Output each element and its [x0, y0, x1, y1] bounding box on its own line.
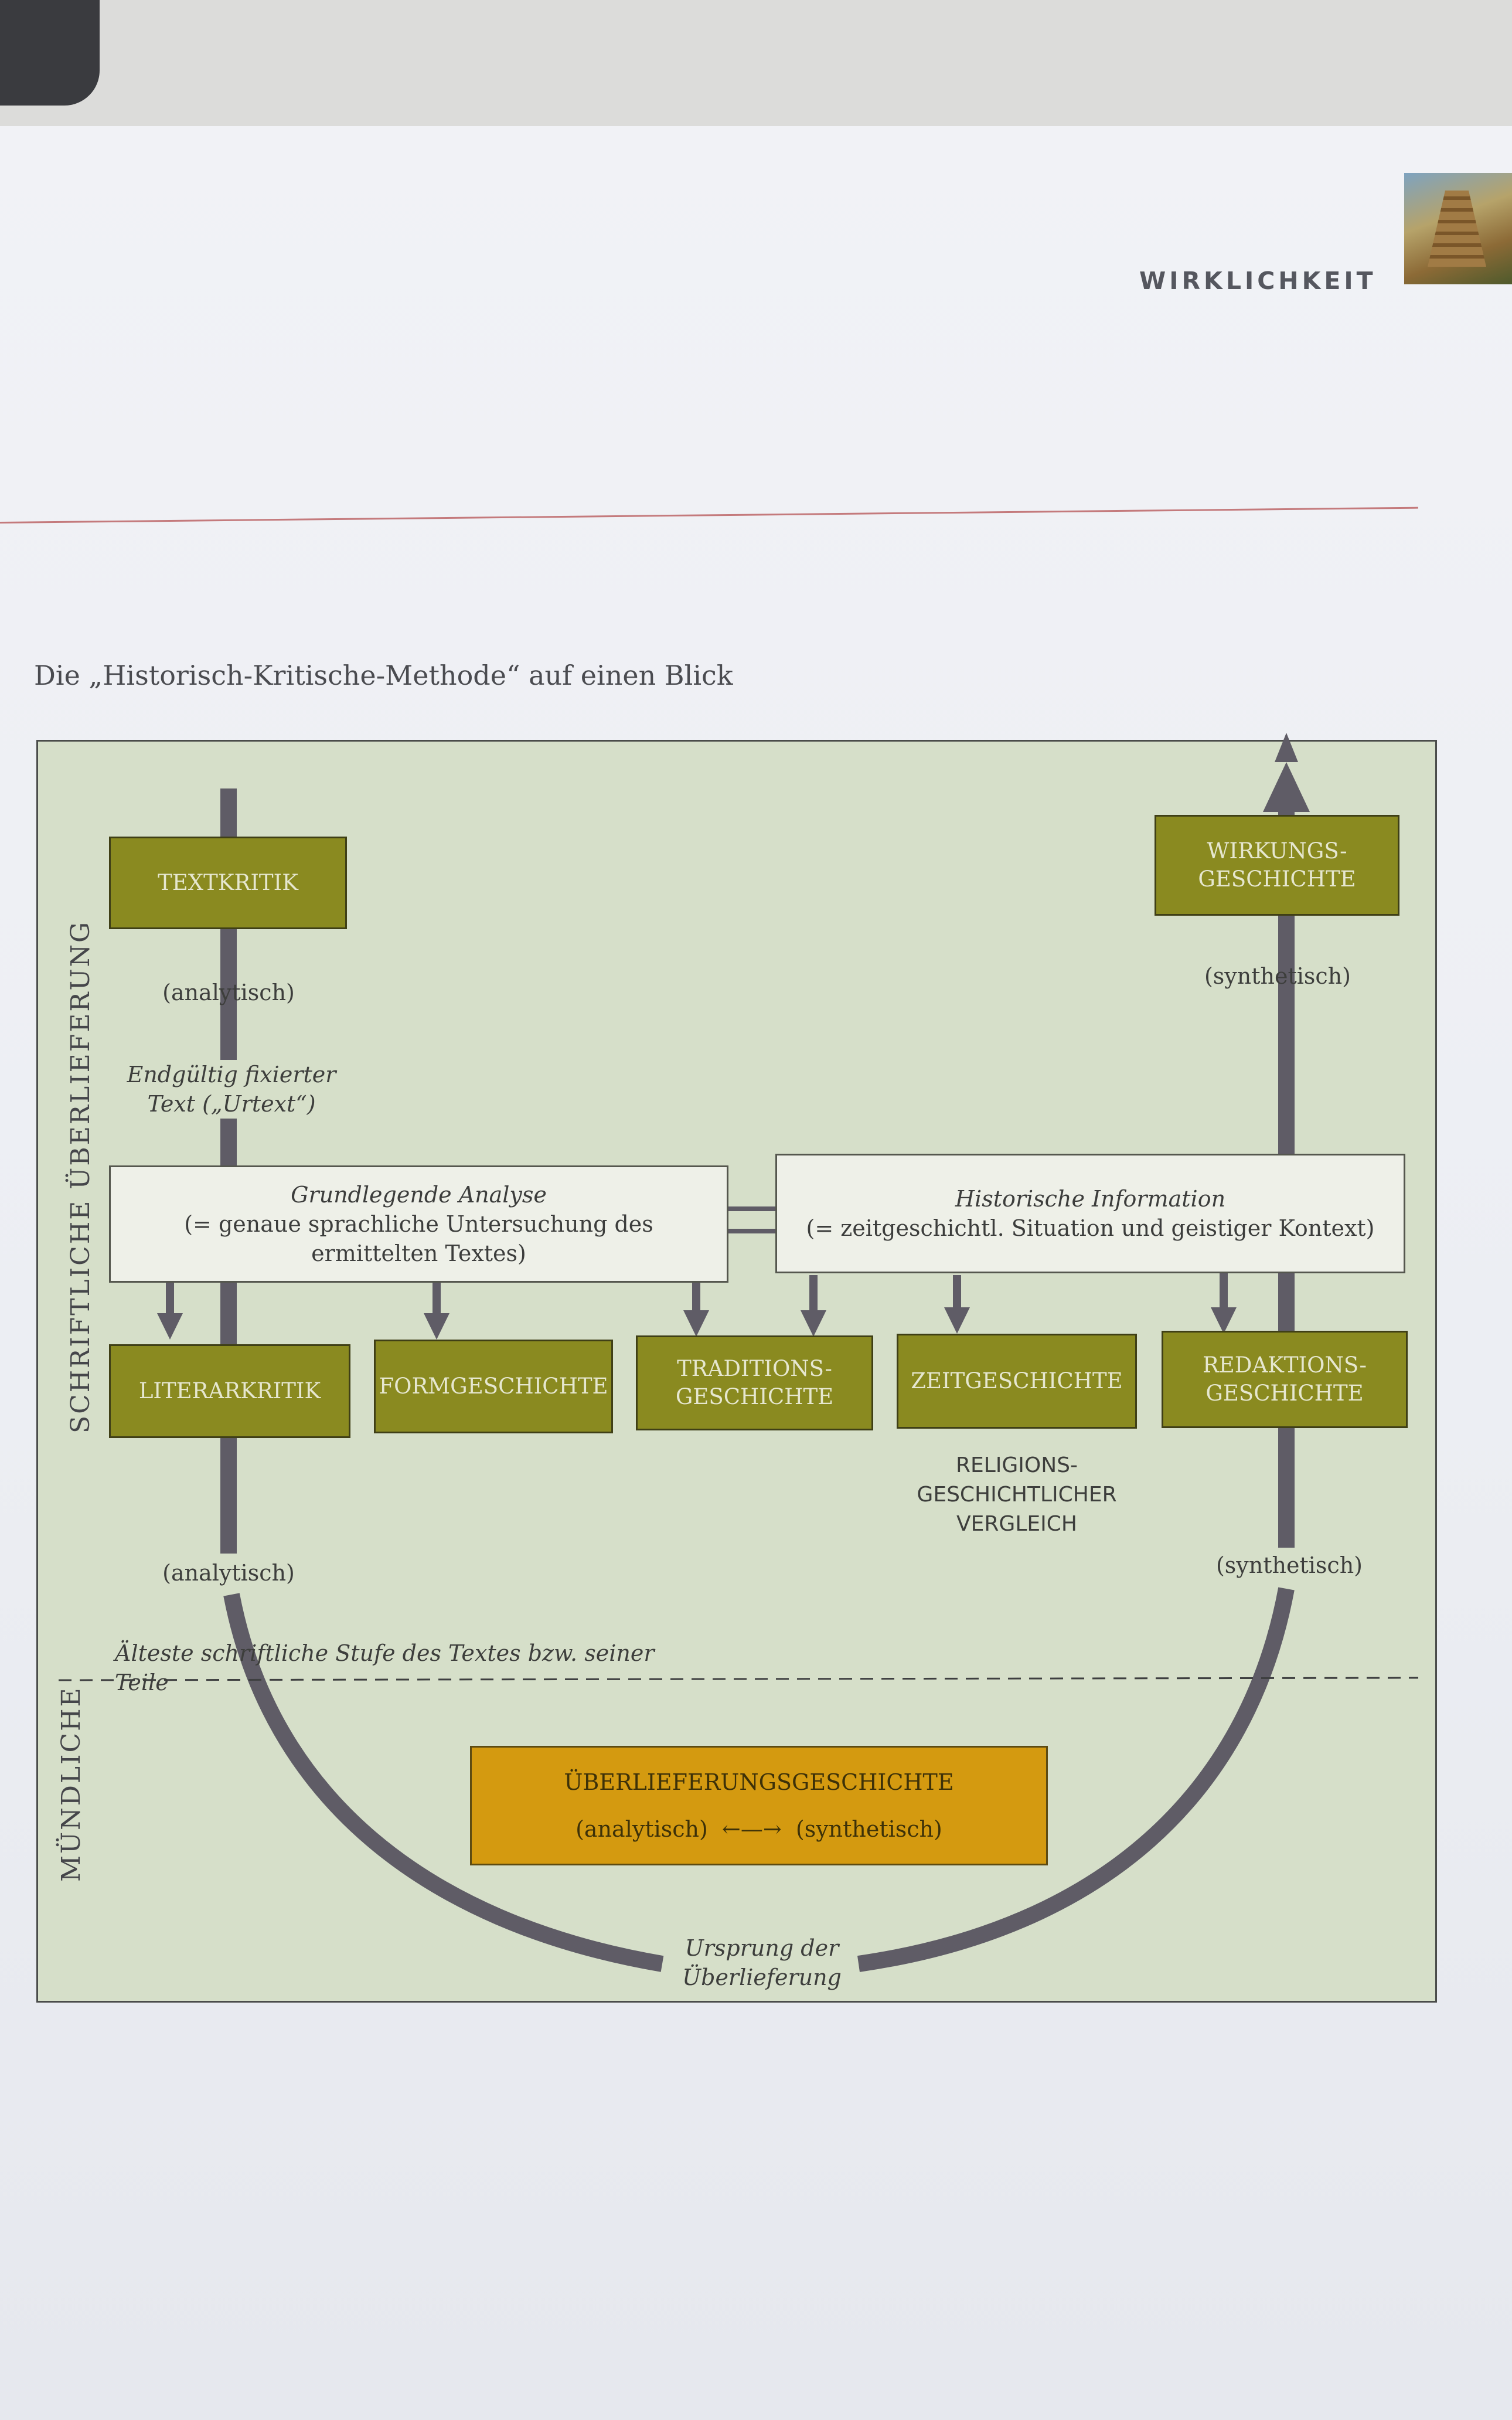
figure-title: Die „Historisch-Kritische-Methode“ auf e…	[34, 660, 733, 691]
redaktionsgeschichte-box: REDAKTIONS- GESCHICHTE	[1162, 1331, 1408, 1428]
synthetisch-label-bottom: (synthetisch)	[1215, 1552, 1363, 1578]
info-title: Historische Information	[955, 1186, 1226, 1212]
redaktions-label-2: GESCHICHTE	[1205, 1381, 1364, 1406]
literarkritik-box: LITERARKRITIK	[109, 1344, 350, 1438]
historical-info-box: Historische Information (= zeitgeschicht…	[775, 1154, 1405, 1273]
textkritik-label: TEXTKRITIK	[158, 870, 298, 895]
analysis-title: Grundlegende Analyse	[291, 1182, 547, 1208]
wirkungs-label-1: WIRKUNGS-	[1207, 838, 1347, 864]
fixed-text-line-1: Endgültig fixierter	[127, 1062, 336, 1087]
redaktions-label-1: REDAKTIONS-	[1202, 1352, 1367, 1378]
basic-analysis-box: Grundlegende Analyse (= genaue sprachlic…	[109, 1165, 728, 1283]
written-tradition-label: SCHRIFTLICHE ÜBERLIEFERUNG	[66, 920, 96, 1433]
info-line-2: (= zeitgeschichtl. Situation und geistig…	[806, 1215, 1375, 1241]
traditions-label-1: TRADITIONS-	[677, 1356, 832, 1381]
oral-synthetisch: (synthetisch)	[795, 1816, 942, 1842]
oral-box-title: ÜBERLIEFERUNGSGESCHICHTE	[564, 1769, 954, 1795]
running-header: WIRKLICHKEIT	[1139, 267, 1377, 295]
analysis-line-3: ermittelten Textes)	[311, 1240, 526, 1266]
oral-box-methods: (analytisch) ←—→ (synthetisch)	[575, 1814, 942, 1844]
textkritik-box: TEXTKRITIK	[109, 837, 347, 929]
traditionsgeschichte-box: TRADITIONS- GESCHICHTE	[636, 1335, 873, 1430]
fixed-text-line-2: Text („Urtext“)	[147, 1091, 316, 1117]
wirkungsgeschichte-box: WIRKUNGS- GESCHICHTE	[1155, 815, 1399, 916]
formgeschichte-box: FORMGESCHICHTE	[374, 1340, 613, 1433]
religions-line-1: RELIGIONS-	[955, 1453, 1078, 1477]
religionsgeschichtlicher-vergleich: RELIGIONS- GESCHICHTLICHER VERGLEICH	[885, 1451, 1149, 1539]
oral-tradition-label: MÜNDLICHE	[56, 1686, 86, 1882]
down-arrows	[166, 1272, 1228, 1316]
oldest-stage-label: Älteste schriftliche Stufe des Textes bz…	[115, 1640, 655, 1695]
religions-line-3: VERGLEICH	[956, 1512, 1077, 1536]
literarkritik-label: LITERARKRITIK	[138, 1378, 321, 1403]
analytisch-label-bottom: (analytisch)	[162, 1560, 295, 1586]
double-arrow-icon: ←—→	[714, 1816, 789, 1842]
synthetisch-label-top: (synthetisch)	[1204, 963, 1351, 989]
traditions-label-2: GESCHICHTE	[675, 1384, 834, 1409]
oral-written-divider	[58, 1677, 1419, 1681]
origin-line-1: Ursprung der	[685, 1935, 839, 1961]
analytisch-label-top: (analytisch)	[162, 980, 295, 1005]
religions-line-2: GESCHICHTLICHER	[917, 1483, 1117, 1507]
device-corner	[0, 0, 100, 106]
upward-arrowhead	[1275, 733, 1298, 762]
fixed-text-label: Endgültig fixierter Text („Urtext“)	[123, 1060, 340, 1119]
header-thumbnail-image	[1404, 173, 1512, 284]
origin-label: Ursprung der Überlieferung	[656, 1933, 867, 1992]
zeitgeschichte-box: ZEITGESCHICHTE	[897, 1334, 1137, 1429]
equals-connector	[728, 1206, 775, 1233]
origin-line-2: Überlieferung	[682, 1964, 842, 1990]
zeitgeschichte-label: ZEITGESCHICHTE	[911, 1368, 1123, 1393]
wirkungs-label-2: GESCHICHTE	[1198, 866, 1356, 892]
formgeschichte-label: FORMGESCHICHTE	[379, 1374, 608, 1399]
analysis-line-2: (= genaue sprachliche Untersuchung des	[184, 1211, 653, 1237]
ueberlieferungsgeschichte-box: ÜBERLIEFERUNGSGESCHICHTE (analytisch) ←—…	[470, 1746, 1048, 1865]
oral-analytisch: (analytisch)	[575, 1816, 708, 1842]
